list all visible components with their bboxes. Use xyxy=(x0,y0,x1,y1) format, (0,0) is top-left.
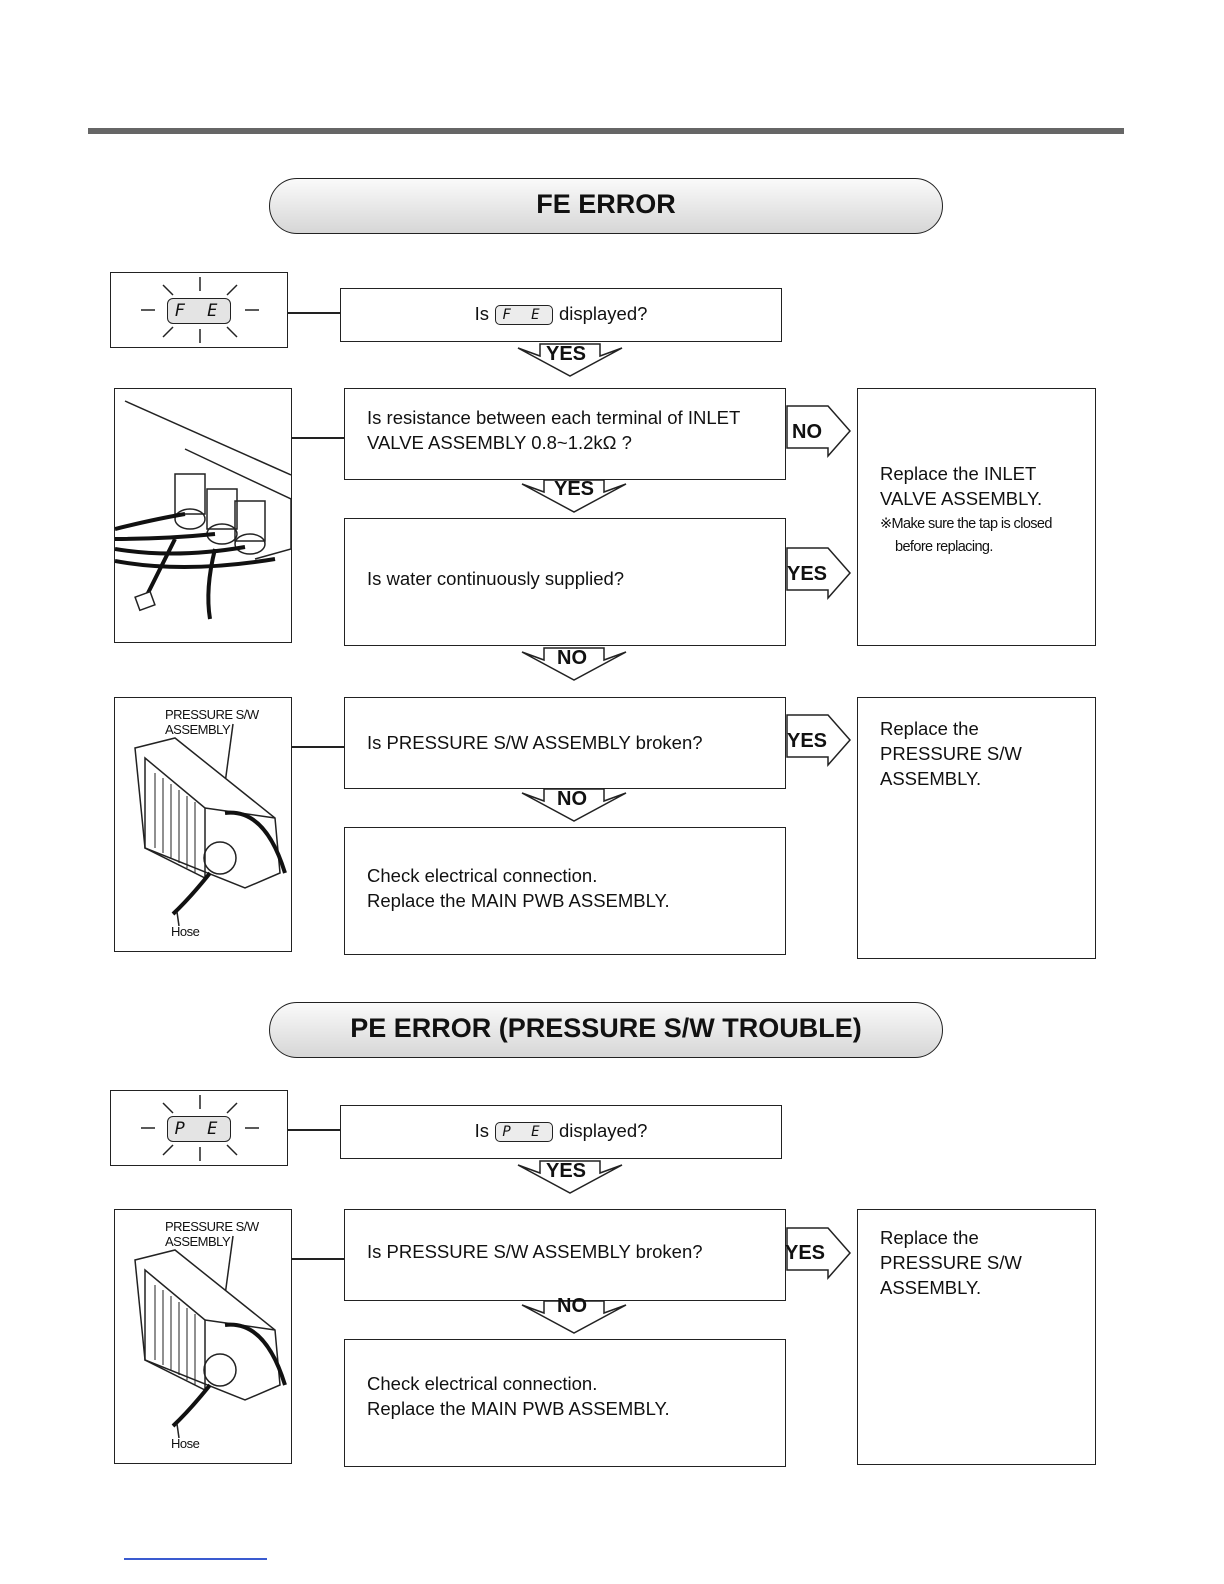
fe-question-water: Is water continuously supplied? xyxy=(344,518,786,646)
q2-line1: Is resistance between each terminal of I… xyxy=(367,407,741,428)
connector xyxy=(288,312,340,314)
down-arrow-icon xyxy=(521,1300,627,1334)
right-arrow-icon xyxy=(786,714,851,767)
fe-yes-4: YES xyxy=(787,730,828,752)
fe-segment-display: F E xyxy=(167,298,231,324)
connector xyxy=(292,746,344,748)
connector xyxy=(288,1129,340,1131)
fe-display-indicator: F E xyxy=(110,272,288,348)
pe-no-2: NO xyxy=(557,1295,587,1317)
hose-label: Hose xyxy=(171,1436,200,1451)
fe-question-resistance: Is resistance between each terminal of I… xyxy=(344,388,786,480)
fe-check-electrical: Check electrical connection. Replace the… xyxy=(344,827,786,955)
check-line2: Replace the MAIN PWB ASSEMBLY. xyxy=(367,890,670,911)
replace-ps-line2: PRESSURE S/W xyxy=(880,743,1022,764)
fe-question-pressure: Is PRESSURE S/W ASSEMBLY broken? xyxy=(344,697,786,789)
pressure-sw-label: PRESSURE S/W ASSEMBLY xyxy=(165,707,259,737)
down-arrow-icon xyxy=(517,1160,623,1194)
footer-link-underline xyxy=(124,1558,267,1560)
top-rule xyxy=(88,128,1124,134)
fe-inline-display: F E xyxy=(494,305,553,326)
pressure-sw-label: PRESSURE S/W ASSEMBLY xyxy=(165,1219,259,1249)
right-arrow-icon xyxy=(786,405,851,458)
down-arrow-icon xyxy=(517,343,623,377)
inlet-valve-illustration xyxy=(114,388,292,643)
pe-yes-2: YES xyxy=(785,1242,826,1264)
pe-q2-text: Is PRESSURE S/W ASSEMBLY broken? xyxy=(367,1241,703,1262)
fe-no-4: NO xyxy=(557,788,587,810)
fe-yes-1: YES xyxy=(546,343,587,365)
fe-no-2: NO xyxy=(792,421,822,443)
q2-line2: VALVE ASSEMBLY 0.8~1.2kΩ ? xyxy=(367,432,632,453)
fe-yes-3: YES xyxy=(787,563,828,585)
connector xyxy=(292,437,344,439)
connector xyxy=(292,1258,344,1260)
replace-ps-line1: Replace the xyxy=(880,718,979,739)
replace-inlet-line2: VALVE ASSEMBLY. xyxy=(880,488,1043,509)
hose-label: Hose xyxy=(171,924,200,939)
check-line2: Replace the MAIN PWB ASSEMBLY. xyxy=(367,1398,670,1419)
pressure-switch-illustration: PRESSURE S/W ASSEMBLY Hose xyxy=(114,697,292,952)
right-arrow-icon xyxy=(786,547,851,600)
fe-error-title: FE ERROR xyxy=(269,178,943,234)
pe-replace-pressure-box: Replace the PRESSURE S/W ASSEMBLY. xyxy=(857,1209,1096,1465)
pe-error-title: PE ERROR (PRESSURE S/W TROUBLE) xyxy=(269,1002,943,1058)
note-line1: ※Make sure the tap is closed xyxy=(880,516,1052,532)
pe-yes-1: YES xyxy=(546,1160,587,1182)
right-arrow-icon xyxy=(786,1227,851,1280)
replace-inlet-line1: Replace the INLET xyxy=(880,463,1037,484)
pe-display-indicator: P E xyxy=(110,1090,288,1166)
q-prefix: Is xyxy=(474,303,489,324)
fe-replace-pressure-box: Replace the PRESSURE S/W ASSEMBLY. xyxy=(857,697,1096,959)
inlet-valve-image xyxy=(115,400,291,620)
replace-ps-line3: ASSEMBLY. xyxy=(880,1277,982,1298)
replace-ps-line2: PRESSURE S/W xyxy=(880,1252,1022,1273)
blink-rays-icon xyxy=(141,1095,259,1161)
q-prefix: Is xyxy=(474,1120,489,1141)
replace-ps-line1: Replace the xyxy=(880,1227,979,1248)
q-suffix: displayed? xyxy=(558,1120,648,1141)
fe-replace-inlet-box: Replace the INLET VALVE ASSEMBLY. ※Make … xyxy=(857,388,1096,646)
q-suffix: displayed? xyxy=(558,303,648,324)
fe-no-3: NO xyxy=(557,647,587,669)
pe-segment-display: P E xyxy=(167,1116,231,1142)
q3-text: Is water continuously supplied? xyxy=(367,568,625,589)
down-arrow-icon xyxy=(521,479,627,513)
check-line1: Check electrical connection. xyxy=(367,1373,598,1394)
replace-ps-line3: ASSEMBLY. xyxy=(880,768,982,789)
down-arrow-icon xyxy=(521,788,627,822)
blink-rays-icon xyxy=(141,277,259,343)
note-line2: before replacing. xyxy=(895,539,993,555)
pe-check-electrical: Check electrical connection. Replace the… xyxy=(344,1339,786,1467)
down-arrow-icon xyxy=(521,647,627,681)
pressure-switch-image xyxy=(134,723,287,927)
pe-inline-display: P E xyxy=(494,1122,553,1143)
fe-yes-2: YES xyxy=(554,478,595,500)
pressure-switch-image xyxy=(134,1235,287,1439)
pe-pressure-switch-illustration: PRESSURE S/W ASSEMBLY Hose xyxy=(114,1209,292,1464)
check-line1: Check electrical connection. xyxy=(367,865,598,886)
pe-question-pressure: Is PRESSURE S/W ASSEMBLY broken? xyxy=(344,1209,786,1301)
q4-text: Is PRESSURE S/W ASSEMBLY broken? xyxy=(367,732,703,753)
